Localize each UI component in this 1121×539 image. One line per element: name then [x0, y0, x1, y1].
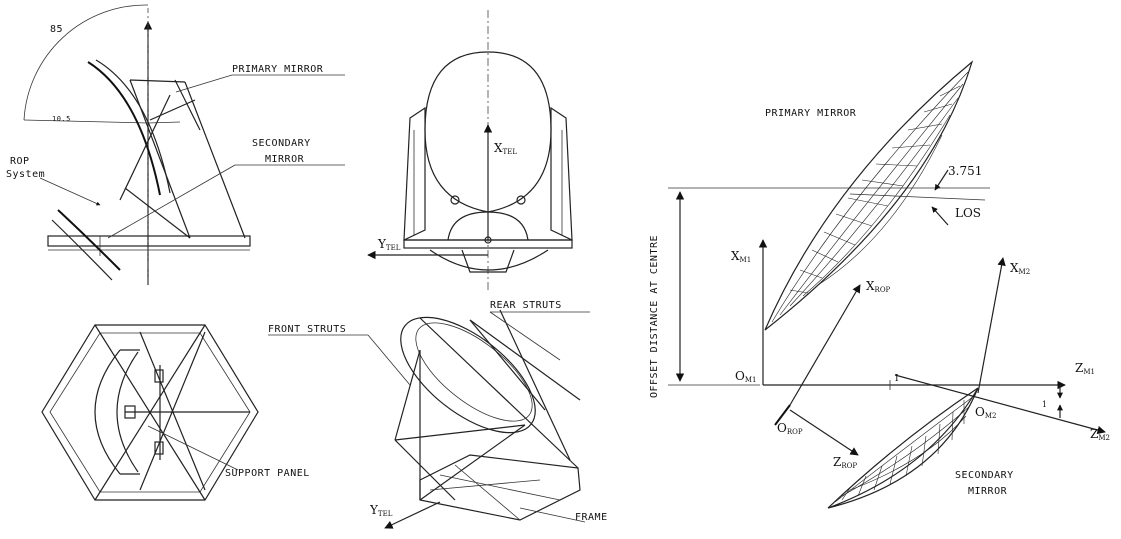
y-tel-top-label: YTEL [377, 237, 401, 252]
primary-mirror-grid [764, 60, 974, 331]
i-mark-label: I [895, 374, 899, 384]
one-mark-label: 1 [1042, 400, 1047, 409]
o-m2-label: OM2 [975, 405, 996, 420]
secondary-mirror-right-line1: SECONDARY [955, 470, 1014, 481]
primary-mirror-label-right: PRIMARY MIRROR [765, 108, 857, 119]
angle-small-label: 10.5 [52, 115, 71, 123]
support-panel-label: SUPPORT PANEL [225, 468, 310, 479]
o-m1-label: OM1 [735, 369, 756, 384]
z-rop-label: ZROP [833, 455, 857, 470]
x-m1-label: XM1 [731, 249, 751, 264]
front-struts-label: FRONT STRUTS [268, 324, 346, 335]
angle-85-label: 85 [50, 24, 63, 35]
o-rop-label: OROP [777, 421, 803, 436]
rear-struts-label: REAR STRUTS [490, 300, 562, 311]
front-view-panel: XTEL YTEL [367, 10, 573, 290]
isometric-view-panel: FRONT STRUTS REAR STRUTS FRAME YTEL [268, 300, 608, 529]
secondary-mirror-side [57, 209, 121, 271]
y-tel-bottom-label: YTEL [369, 503, 393, 518]
rop-label-line1: ROP [10, 156, 30, 167]
offset-distance-label: OFFSET DISTANCE AT CENTRE [649, 235, 660, 398]
side-view-panel: 85 10.5 PRIMARY MIRROR SECONDARY MIRROR … [6, 4, 345, 285]
angle-arc-85 [23, 4, 149, 121]
optical-geometry-panel: OFFSET DISTANCE AT CENTRE [649, 60, 1110, 509]
los-label: LOS [955, 206, 981, 220]
rop-label-line2: System [6, 169, 45, 180]
angle-3751-label: 3.751 [948, 164, 982, 178]
secondary-mirror-label-line1: SECONDARY [252, 138, 311, 149]
primary-mirror-label-left: PRIMARY MIRROR [232, 64, 324, 75]
z-m2-label: ZM2 [1090, 427, 1110, 442]
secondary-mirror-right-line2: MIRROR [968, 486, 1008, 497]
z-m1-label: ZM1 [1075, 361, 1095, 376]
x-tel-label: XTEL [494, 141, 517, 156]
secondary-mirror-label-line2: MIRROR [265, 154, 305, 165]
primary-mirror-side [87, 61, 161, 196]
x-rop-label: XROP [866, 279, 891, 294]
x-m2-label: XM2 [1010, 261, 1030, 276]
top-view-panel: SUPPORT PANEL [41, 324, 310, 501]
frame-label: FRAME [575, 512, 608, 523]
primary-mirror-iso [400, 316, 536, 434]
